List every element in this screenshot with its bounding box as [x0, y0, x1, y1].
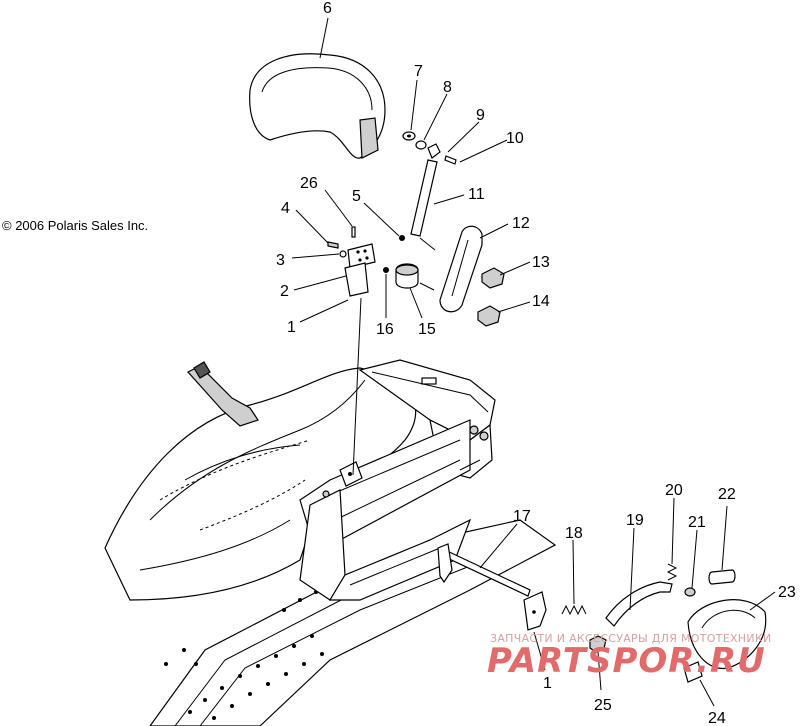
callout-15: 15 [418, 321, 436, 338]
callout-1: 1 [287, 319, 296, 336]
callout-5: 5 [352, 188, 361, 205]
callout-10: 10 [506, 130, 524, 147]
callout-25: 25 [594, 697, 612, 714]
callout-20: 20 [665, 482, 683, 499]
snowmobile-chassis [104, 359, 557, 726]
callout-12: 12 [512, 215, 530, 232]
watermark: ЗАПЧАСТИ И АКСЕССУАРЫ ДЛЯ МОТОТЕХНИКИ PA… [487, 632, 772, 681]
callout-4: 4 [281, 200, 290, 217]
callout-14: 14 [532, 293, 550, 310]
callout-2: 2 [280, 283, 289, 300]
watermark-brand: PARTSPOR.RU [487, 641, 766, 681]
callout-13: 13 [532, 254, 550, 271]
leader-lines [291, 17, 776, 707]
callout-21: 21 [688, 514, 706, 531]
callout-26: 26 [300, 175, 318, 192]
callout-8: 8 [443, 79, 452, 96]
copyright-text: © 2006 Polaris Sales Inc. [2, 218, 148, 233]
callout-22: 22 [718, 486, 736, 503]
callout-17: 17 [513, 508, 531, 525]
callout-23: 23 [778, 584, 796, 601]
callout-6: 6 [323, 0, 332, 17]
callout-3: 3 [276, 252, 285, 269]
callout-19: 19 [626, 512, 644, 529]
grab-bar-assembly [437, 543, 767, 683]
watermark-tagline: ЗАПЧАСТИ И АКСЕССУАРЫ ДЛЯ МОТОТЕХНИКИ [490, 632, 772, 645]
callout-16: 16 [376, 321, 394, 338]
backrest-assembly [249, 53, 505, 476]
callout-24: 24 [708, 710, 726, 726]
callout-labels: 6 7 8 9 10 11 5 26 4 3 2 1 16 15 12 13 1… [276, 0, 796, 726]
callout-7: 7 [414, 63, 423, 80]
callout-1b: 1 [543, 675, 552, 692]
callout-11: 11 [468, 186, 485, 203]
callout-9: 9 [476, 107, 485, 124]
callout-18: 18 [565, 525, 583, 542]
